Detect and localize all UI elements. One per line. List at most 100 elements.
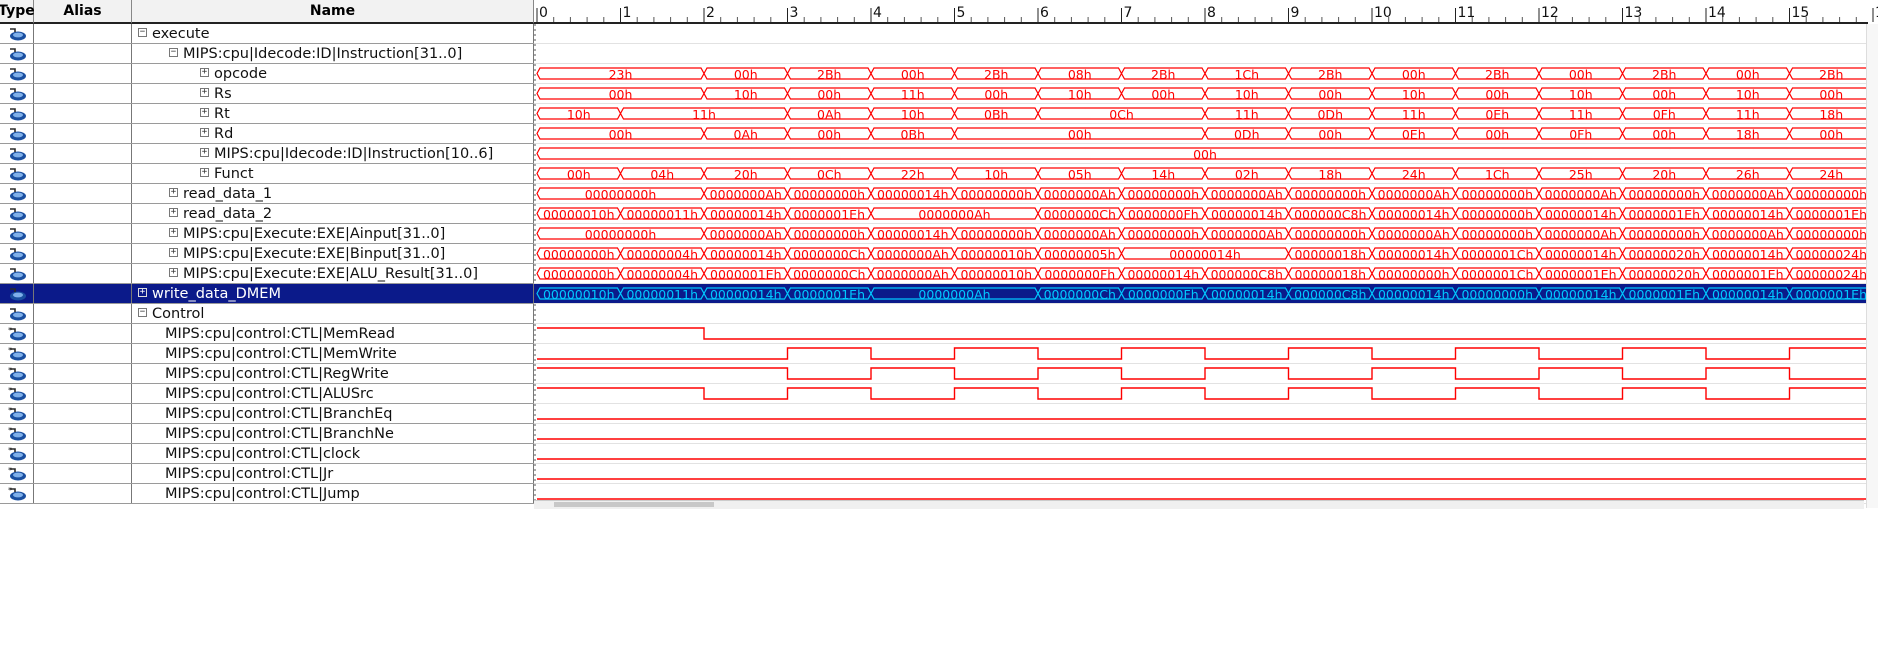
expand-icon[interactable]: + xyxy=(200,147,209,157)
expand-icon[interactable]: + xyxy=(200,107,209,117)
signal-row-rd[interactable]: +Rd xyxy=(0,124,534,144)
bit-waveform[interactable] xyxy=(537,367,1873,380)
signal-row-mips-cpu-control-ctl-clock[interactable]: *MIPS:cpu|control:CTL|clock xyxy=(0,444,534,464)
bus-value-label: 00000000h xyxy=(1628,227,1700,242)
collapse-icon[interactable]: − xyxy=(138,307,147,317)
signal-row-control[interactable]: −Control xyxy=(0,304,534,324)
signal-name: read_data_1 xyxy=(183,186,273,202)
bit-waveform[interactable] xyxy=(537,327,1873,340)
bus-value-label: 0000000Ah xyxy=(918,207,990,222)
column-header-type[interactable]: Type xyxy=(0,0,35,24)
column-header-name[interactable]: Name xyxy=(132,0,534,24)
signal-name: MIPS:cpu|Execute:EXE|ALU_Result[31..0] xyxy=(183,266,479,282)
bus-value-label: 0000000Ah xyxy=(1044,227,1116,242)
expand-icon[interactable]: + xyxy=(138,287,147,297)
signal-row-write-data-dmem[interactable]: +write_data_DMEM xyxy=(0,284,534,304)
bus-value-label: 0000000Ah xyxy=(1378,187,1450,202)
signal-row-mips-cpu-control-ctl-memread[interactable]: *MIPS:cpu|control:CTL|MemRead xyxy=(0,324,534,344)
bus-value-label: 10h xyxy=(984,167,1008,182)
signal-row-read-data-2[interactable]: +read_data_2 xyxy=(0,204,534,224)
node-icon xyxy=(0,104,34,123)
bus-value-label: 0000000Fh xyxy=(1128,287,1199,302)
input-pin-icon: * xyxy=(0,444,34,463)
time-tick-label: 10 xyxy=(1374,5,1392,21)
collapse-icon[interactable]: − xyxy=(138,27,147,37)
signal-row-rs[interactable]: +Rs xyxy=(0,84,534,104)
bus-value-label: 10h xyxy=(1068,87,1092,102)
expand-icon[interactable]: + xyxy=(169,227,178,237)
vertical-scrollbar[interactable] xyxy=(1866,24,1878,508)
signal-row-funct[interactable]: +Funct xyxy=(0,164,534,184)
bit-waveform[interactable] xyxy=(537,387,1873,400)
bus-value-label: 00000014h xyxy=(877,227,949,242)
expand-icon[interactable]: + xyxy=(169,207,178,217)
expand-icon[interactable]: + xyxy=(169,267,178,277)
expand-icon[interactable]: + xyxy=(200,87,209,97)
name-cell: MIPS:cpu|control:CTL|Jr xyxy=(132,464,534,483)
bus-value-label: 00000014h xyxy=(1169,247,1241,262)
signal-row-mips-cpu-idecode-id-instruction-31-0[interactable]: −MIPS:cpu|Idecode:ID|Instruction[31..0] xyxy=(0,44,534,64)
signal-row-mips-cpu-execute-exe-alu-result-31-0[interactable]: + MIPS:cpu|Execute:EXE|ALU_Result[31..0] xyxy=(0,264,534,284)
bus-value-label: 00h xyxy=(1736,67,1760,82)
signal-row-mips-cpu-execute-exe-binput-31-0[interactable]: +MIPS:cpu|Execute:EXE|Binput[31..0] xyxy=(0,244,534,264)
bus-value-label: 00000000h xyxy=(1628,187,1700,202)
bus-value-label: 08h xyxy=(1068,67,1092,82)
signal-row-mips-cpu-control-ctl-regwrite[interactable]: *MIPS:cpu|control:CTL|RegWrite xyxy=(0,364,534,384)
signal-name: MIPS:cpu|control:CTL|ALUSrc xyxy=(165,386,374,402)
svg-text:*: * xyxy=(8,466,12,475)
horizontal-scrollbar[interactable] xyxy=(534,500,1864,509)
name-cell: MIPS:cpu|control:CTL|BranchNe xyxy=(132,424,534,443)
bit-waveform[interactable] xyxy=(537,347,1873,360)
bus-value-label: 0000000Ah xyxy=(1712,187,1784,202)
bus-value-label: 00000014h xyxy=(1545,287,1617,302)
name-cell: + MIPS:cpu|Execute:EXE|ALU_Result[31..0] xyxy=(132,264,534,283)
expand-icon[interactable]: + xyxy=(200,127,209,137)
waveform-viewer: Type Alias Name −execute−MIPS:cpu|Idecod… xyxy=(0,0,1878,509)
bus-value-label: 0000001Eh xyxy=(1629,287,1701,302)
bus-value-label: 18h xyxy=(1736,127,1760,142)
bus-value-label: 00000000h xyxy=(793,227,865,242)
input-pin-icon: * xyxy=(0,384,34,403)
signal-row-mips-cpu-execute-exe-ainput-31-0[interactable]: +MIPS:cpu|Execute:EXE|Ainput[31..0] xyxy=(0,224,534,244)
horizontal-scrollbar-thumb[interactable] xyxy=(554,502,714,507)
signal-row-mips-cpu-control-ctl-alusrc[interactable]: * MIPS:cpu|control:CTL|ALUSrc xyxy=(0,384,534,404)
bus-value-label: 00h xyxy=(609,127,633,142)
svg-text:*: * xyxy=(8,366,12,375)
signal-row-mips-cpu-control-ctl-branchne[interactable]: * MIPS:cpu|control:CTL|BranchNe xyxy=(0,424,534,444)
signal-row-execute[interactable]: −execute xyxy=(0,24,534,44)
signal-row-mips-cpu-control-ctl-brancheq[interactable]: *MIPS:cpu|control:CTL|BranchEq xyxy=(0,404,534,424)
bus-value-label: 2Bh xyxy=(817,67,841,82)
bus-value-label: 10h xyxy=(1402,87,1426,102)
expand-icon[interactable]: + xyxy=(200,167,209,177)
name-cell: +Rt xyxy=(132,104,534,123)
collapse-icon[interactable]: − xyxy=(169,47,178,57)
bus-value-label: 00000014h xyxy=(1211,287,1283,302)
bus-value-label: 0000000Ch xyxy=(793,267,865,282)
signal-row-mips-cpu-idecode-id-instruction-10-6[interactable]: + MIPS:cpu|Idecode:ID|Instruction[10..6] xyxy=(0,144,534,164)
signal-row-opcode[interactable]: +opcode xyxy=(0,64,534,84)
bus-value-label: 0000000Ah xyxy=(710,227,782,242)
svg-text:*: * xyxy=(8,426,12,435)
name-cell: +read_data_2 xyxy=(132,204,534,223)
bus-value-label: 2Bh xyxy=(1151,67,1175,82)
signal-row-mips-cpu-control-ctl-jr[interactable]: * MIPS:cpu|control:CTL|Jr xyxy=(0,464,534,484)
bus-value-label: 11h xyxy=(901,87,925,102)
name-cell: +MIPS:cpu|Execute:EXE|Ainput[31..0] xyxy=(132,224,534,243)
bus-value-label: 00h xyxy=(1068,127,1092,142)
name-cell: MIPS:cpu|control:CTL|Jump xyxy=(132,484,534,503)
bus-value-label: 26h xyxy=(1736,167,1760,182)
expand-icon[interactable]: + xyxy=(169,187,178,197)
expand-icon[interactable]: + xyxy=(200,67,209,77)
expand-icon[interactable]: + xyxy=(169,247,178,257)
signal-row-read-data-1[interactable]: + read_data_1 xyxy=(0,184,534,204)
time-tick-label: 1 xyxy=(623,5,632,21)
signal-row-mips-cpu-control-ctl-jump[interactable]: *MIPS:cpu|control:CTL|Jump xyxy=(0,484,534,504)
signal-name: MIPS:cpu|Idecode:ID|Instruction[10..6] xyxy=(214,146,494,162)
bus-value-label: 24h xyxy=(1402,167,1426,182)
bus-value-label: 0Dh xyxy=(1234,127,1260,142)
bus-value-label: 25h xyxy=(1569,167,1593,182)
waveform-pane[interactable]: 01234567891011121314151623h00h2Bh00h2Bh0… xyxy=(534,0,1878,508)
signal-row-mips-cpu-control-ctl-memwrite[interactable]: *MIPS:cpu|control:CTL|MemWrite xyxy=(0,344,534,364)
signal-row-rt[interactable]: +Rt xyxy=(0,104,534,124)
column-header-alias[interactable]: Alias xyxy=(34,0,132,24)
